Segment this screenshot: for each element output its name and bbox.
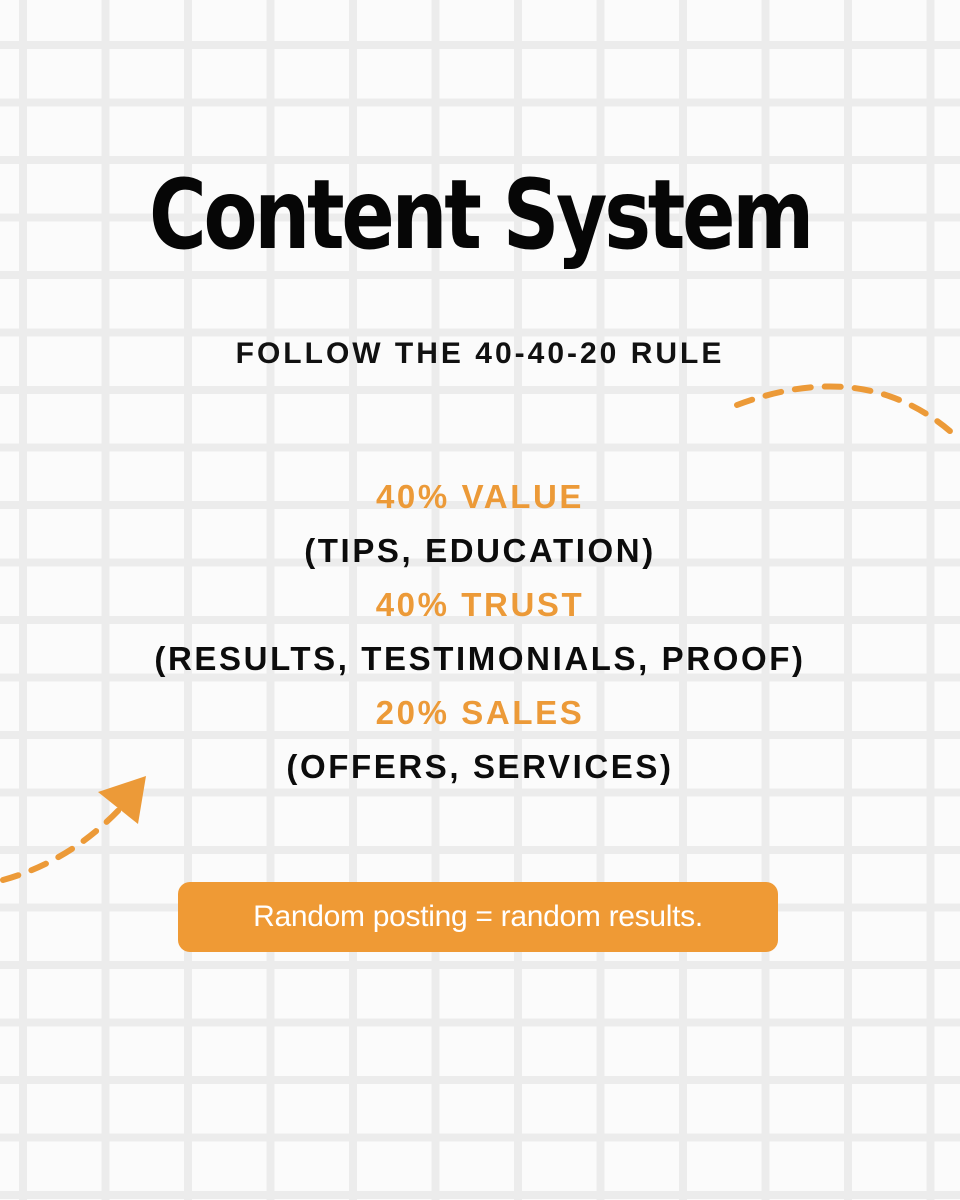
callout-banner: Random posting = random results.	[178, 882, 778, 952]
rule-trust-detail: (RESULTS, TESTIMONIALS, PROOF)	[154, 640, 806, 677]
page-title: Content System	[149, 159, 814, 271]
rule-value-percent: 40% VALUE	[375, 478, 584, 515]
rule-sales-percent: 20% SALES	[375, 694, 585, 731]
rule-trust-percent: 40% TRUST	[375, 586, 585, 623]
page-subtitle: FOLLOW THE 40-40-20 RULE	[235, 337, 725, 370]
rule-list: 40% VALUE (TIPS, EDUCATION) 40% TRUST (R…	[0, 470, 960, 794]
rule-value-detail: (TIPS, EDUCATION)	[304, 532, 656, 569]
rule-sales-detail: (OFFERS, SERVICES)	[286, 748, 674, 785]
dashed-curve-icon	[734, 383, 960, 443]
callout-text: Random posting = random results.	[253, 900, 703, 933]
